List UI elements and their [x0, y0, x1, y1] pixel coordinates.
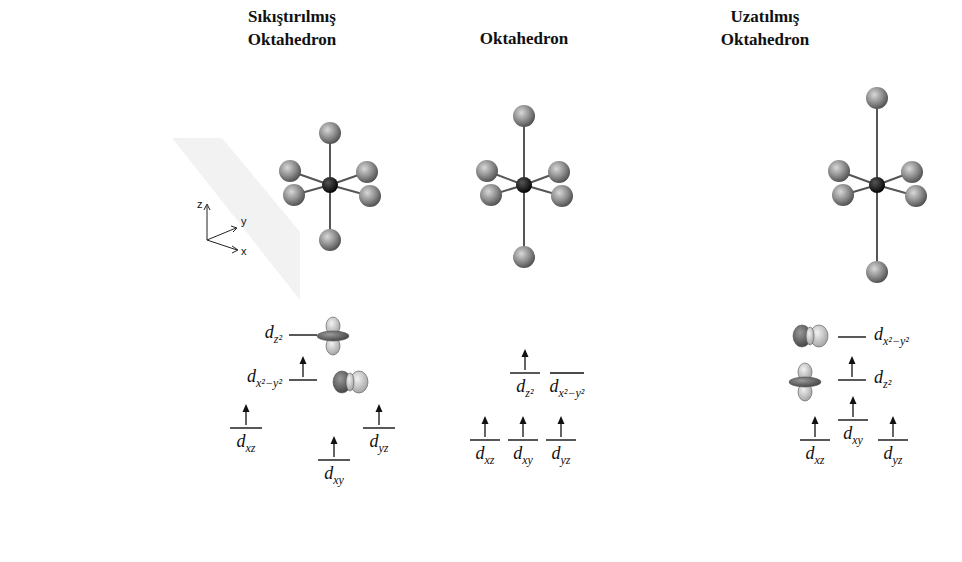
spin-arrowhead — [850, 396, 857, 404]
axis-label: y — [241, 216, 247, 227]
spin-arrowhead — [812, 416, 819, 424]
spin-arrowhead — [522, 349, 529, 357]
energy-level — [878, 439, 908, 440]
octahedron — [476, 105, 573, 268]
orbital-label: dz² — [516, 377, 533, 400]
spin-arrowhead — [482, 416, 489, 424]
watermark-band — [172, 138, 300, 300]
orbital-label: dyz — [884, 444, 903, 467]
energy-level — [289, 334, 317, 335]
energy-level — [508, 439, 538, 440]
orbital-label: dxz — [806, 444, 825, 467]
energy-level — [838, 336, 866, 337]
axes — [204, 204, 238, 253]
orbital-label: dx²−y² — [247, 367, 282, 390]
energy-level — [318, 459, 350, 460]
energy-level — [230, 427, 262, 428]
energy-level — [470, 439, 500, 440]
energy-level — [546, 439, 576, 440]
energy-level — [838, 379, 866, 380]
energy-level — [363, 427, 395, 428]
energy-level — [510, 372, 540, 373]
orbital-label: dxy — [324, 464, 344, 487]
compressed-octahedron — [279, 122, 381, 251]
dx2y2-orbital — [333, 371, 368, 393]
orbital-label: dx²−y² — [874, 325, 909, 348]
spin-arrowhead — [300, 356, 307, 364]
orbital-label: dyz — [370, 432, 389, 455]
orbital-label: dyz — [552, 444, 571, 467]
spin-arrowhead — [331, 436, 338, 444]
orbital-label: dxy — [843, 424, 863, 447]
orbital-label: dz² — [265, 323, 282, 346]
axis-label: z — [197, 199, 203, 210]
energy-level — [550, 372, 584, 373]
dx2y2-orbital — [793, 325, 828, 347]
energy-level — [800, 439, 830, 440]
orbital-label: dx²−y² — [550, 377, 585, 400]
orbital-label: dxz — [237, 432, 256, 455]
energy-level — [289, 379, 317, 380]
dz2-orbital — [789, 363, 821, 401]
spin-arrowhead — [890, 416, 897, 424]
spin-arrowhead — [849, 356, 856, 364]
axis-label: x — [241, 246, 247, 257]
spin-arrowhead — [243, 404, 250, 412]
energy-level — [838, 419, 868, 420]
elongated-octahedron — [828, 87, 927, 283]
spin-arrowhead — [558, 416, 565, 424]
energy-levels — [230, 335, 908, 460]
spin-arrowhead — [520, 416, 527, 424]
orbital-label: dxy — [513, 444, 533, 467]
orbital-label: dxz — [476, 444, 495, 467]
heading: Uzatılmış Oktahedron — [695, 6, 835, 52]
spin-arrowhead — [376, 404, 383, 412]
dz2-orbital — [317, 317, 349, 355]
heading: Oktahedron — [454, 28, 594, 51]
orbital-label: dz² — [874, 368, 891, 391]
heading: Sıkıştırılmış Oktahedron — [222, 6, 362, 52]
